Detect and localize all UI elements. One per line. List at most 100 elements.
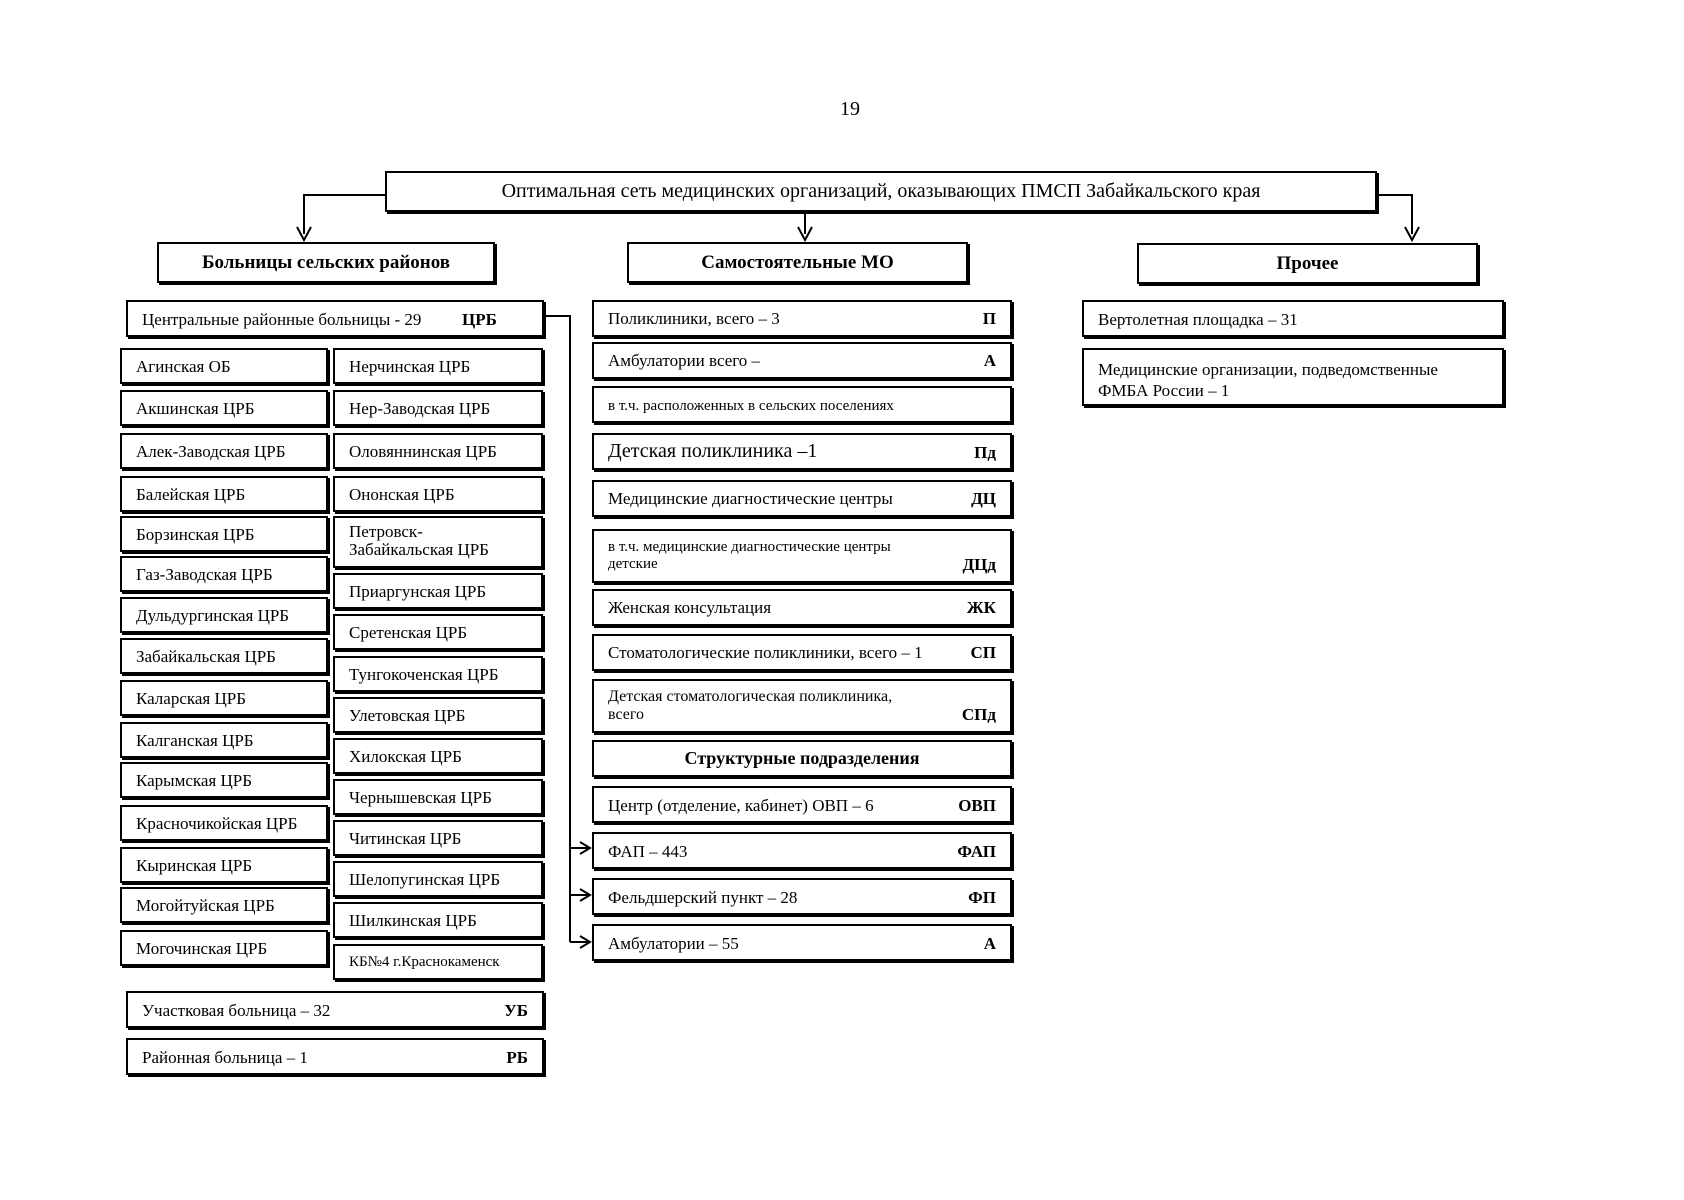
hospital-item-label: Тунгокоченская ЦРБ [349, 665, 499, 684]
arrow-head-left [296, 226, 312, 243]
mo-item: в т.ч. расположенных в сельских поселени… [592, 386, 1012, 423]
arrow-head-amb [579, 935, 592, 949]
mo-item-label: Детская поликлиника –1 [608, 440, 818, 462]
hospital-item-label: Шилкинская ЦРБ [349, 911, 477, 930]
hospital-item: Оловяннинская ЦРБ [333, 433, 543, 469]
mo-item: в т.ч. медицинские диагностические центр… [592, 529, 1012, 583]
hospital-item-label: Дульдургинская ЦРБ [136, 606, 290, 625]
hospital-item: Акшинская ЦРБ [120, 390, 328, 426]
diagram-title: Оптимальная сеть медицинских организаций… [385, 171, 1377, 212]
hospital-item-label: Сретенская ЦРБ [349, 623, 468, 642]
hospital-item-label: Калганская ЦРБ [136, 731, 254, 750]
mo-item-code: П [982, 309, 996, 328]
district-hospital-ub-box: Участковая больница – 32 УБ [126, 991, 544, 1028]
struct-item: Фельдшерский пункт – 28 ФП [592, 878, 1012, 915]
district-hospital-ub-label: Участковая больница – 32 [142, 1001, 331, 1020]
hospital-item-label: КБ№4 г.Краснокаменск [349, 954, 500, 970]
hospital-item-label: Могойтуйская ЦРБ [136, 896, 275, 915]
hospital-item: Газ-Заводская ЦРБ [120, 556, 328, 592]
district-hospital-rb-label: Районная больница – 1 [142, 1048, 308, 1067]
mo-item-code: А [983, 351, 996, 370]
district-hospital-rb-box: Районная больница – 1 РБ [126, 1038, 544, 1075]
hospital-item: Сретенская ЦРБ [333, 614, 543, 650]
hospital-item: Могочинская ЦРБ [120, 930, 328, 966]
district-hospital-ub-code: УБ [504, 1001, 528, 1020]
hospital-item: Улетовская ЦРБ [333, 697, 543, 733]
hospital-item-label: Приаргунская ЦРБ [349, 582, 487, 601]
struct-item-code: ОВП [958, 796, 996, 815]
hospital-item: Нерчинская ЦРБ [333, 348, 543, 384]
arrow-head-fp [579, 888, 592, 902]
helipad-label: Вертолетная площадка – 31 [1098, 310, 1298, 329]
arrow-head-fap [579, 841, 592, 855]
arrow-head-right [1404, 226, 1420, 243]
mo-item-code: СПд [961, 705, 996, 724]
hospital-item-label: Алек-Заводская ЦРБ [136, 442, 286, 461]
hospital-item: Хилокская ЦРБ [333, 738, 543, 774]
hospital-item: Карымская ЦРБ [120, 762, 328, 798]
hospital-item: КБ№4 г.Краснокаменск [333, 944, 543, 980]
hospital-item-label: Забайкальская ЦРБ [136, 647, 276, 666]
hospital-item-label: Кыринская ЦРБ [136, 856, 253, 875]
mo-item-code: Пд [974, 443, 996, 462]
struct-item-code: ФП [968, 888, 996, 907]
mo-item-code: ДЦ [971, 489, 996, 508]
hospital-item: Балейская ЦРБ [120, 476, 328, 512]
mo-item: Детская стоматологическая поликлиника, в… [592, 679, 1012, 733]
crb-summary-code: ЦРБ [462, 310, 497, 329]
fmba-label: Медицинские организации, подведомственны… [1098, 360, 1438, 400]
mo-item: Поликлиники, всего – 3 П [592, 300, 1012, 337]
hospital-item-label: Читинская ЦРБ [349, 829, 462, 848]
struct-item-label: Фельдшерский пункт – 28 [608, 888, 798, 907]
hospital-item: Чернышевская ЦРБ [333, 779, 543, 815]
fmba-box: Медицинские организации, подведомственны… [1082, 348, 1504, 406]
mo-item-label: Детская стоматологическая поликлиника, в… [608, 688, 893, 723]
hospital-item: Петровск- Забайкальская ЦРБ [333, 516, 543, 568]
heading-rural-hospitals: Больницы сельских районов [157, 242, 495, 283]
hospital-item: Приаргунская ЦРБ [333, 573, 543, 609]
hospital-item-label: Улетовская ЦРБ [349, 706, 466, 725]
district-hospital-rb-code: РБ [506, 1048, 528, 1067]
heading-independent-mo: Самостоятельные МО [627, 242, 968, 283]
hospital-item: Агинская ОБ [120, 348, 328, 384]
hospital-item: Забайкальская ЦРБ [120, 638, 328, 674]
hospital-item-label: Могочинская ЦРБ [136, 939, 268, 958]
mo-item-code: СП [970, 643, 997, 662]
hospital-item-label: Балейская ЦРБ [136, 485, 246, 504]
hospital-item-label: Нер-Заводская ЦРБ [349, 399, 491, 418]
hospital-item: Кыринская ЦРБ [120, 847, 328, 883]
hospital-item: Ононская ЦРБ [333, 476, 543, 512]
hospital-item: Калганская ЦРБ [120, 722, 328, 758]
crb-connector-line [545, 315, 571, 942]
hospital-item: Борзинская ЦРБ [120, 516, 328, 552]
hospital-item: Шилкинская ЦРБ [333, 902, 543, 938]
hospital-item: Красночикойская ЦРБ [120, 805, 328, 841]
mo-item-label: Поликлиники, всего – 3 [608, 309, 780, 328]
mo-item: Стоматологические поликлиники, всего – 1… [592, 634, 1012, 671]
struct-item-label: Амбулатории – 55 [608, 934, 739, 953]
hospital-item-label: Карымская ЦРБ [136, 771, 252, 790]
hospital-item-label: Каларская ЦРБ [136, 689, 246, 708]
hospital-item-label: Нерчинская ЦРБ [349, 357, 471, 376]
mo-item-code: ДЦд [962, 555, 996, 574]
hospital-item: Алек-Заводская ЦРБ [120, 433, 328, 469]
hospital-item: Читинская ЦРБ [333, 820, 543, 856]
hospital-item: Нер-Заводская ЦРБ [333, 390, 543, 426]
hospital-item-label: Шелопугинская ЦРБ [349, 870, 501, 889]
hospital-item-label: Борзинская ЦРБ [136, 525, 255, 544]
hospital-item: Могойтуйская ЦРБ [120, 887, 328, 923]
mo-item-code: ЖК [966, 598, 996, 617]
mo-item-label: в т.ч. расположенных в сельских поселени… [608, 398, 894, 414]
hospital-item-label: Красночикойская ЦРБ [136, 814, 298, 833]
hospital-item-label: Агинская ОБ [136, 357, 231, 376]
hospital-item-label: Газ-Заводская ЦРБ [136, 565, 273, 584]
helipad-box: Вертолетная площадка – 31 [1082, 300, 1504, 337]
struct-item-code: ФАП [957, 842, 996, 861]
hospital-item-label: Петровск- Забайкальская ЦРБ [349, 522, 489, 559]
